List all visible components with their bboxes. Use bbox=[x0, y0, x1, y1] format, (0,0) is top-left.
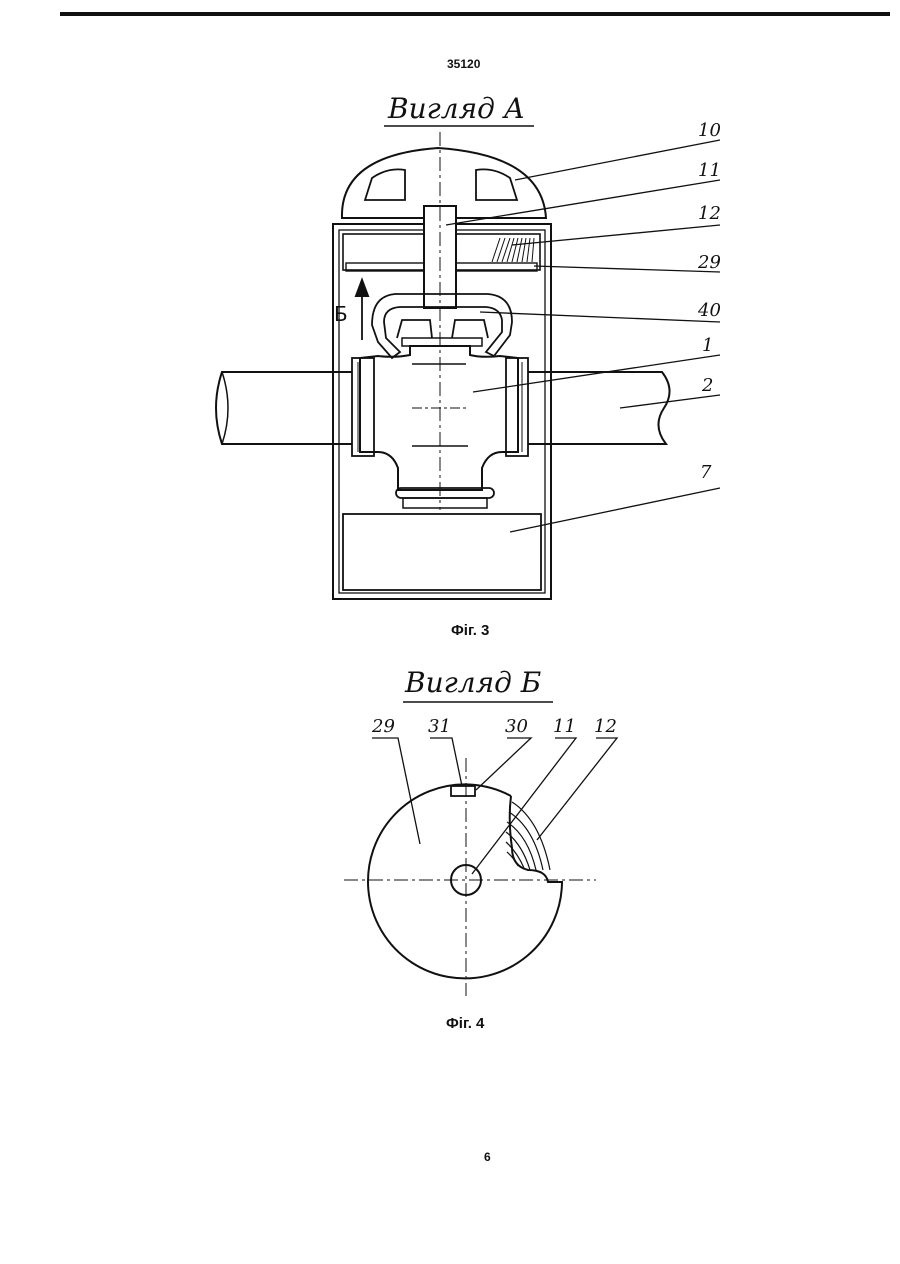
spring-coils-12 bbox=[506, 802, 550, 870]
bottom-cap bbox=[403, 498, 487, 508]
battery-box-7 bbox=[343, 514, 541, 590]
pipe-left-end bbox=[222, 372, 228, 444]
spring-hatching bbox=[492, 238, 534, 262]
valve-stem-cap bbox=[402, 338, 482, 346]
stopper-jaw-right bbox=[452, 320, 488, 338]
handle-window-right bbox=[476, 169, 517, 200]
handle-window-left bbox=[365, 169, 405, 200]
valve-body-1 bbox=[360, 346, 518, 490]
fig4-leader-lines bbox=[372, 738, 617, 874]
stopper-jaw-left bbox=[397, 320, 432, 338]
notch-31 bbox=[451, 786, 475, 796]
view-arrow-head bbox=[356, 280, 368, 296]
disc-29 bbox=[368, 784, 562, 978]
flange-left bbox=[352, 358, 374, 456]
pipe-left bbox=[216, 372, 352, 444]
pipe-right bbox=[528, 372, 670, 444]
